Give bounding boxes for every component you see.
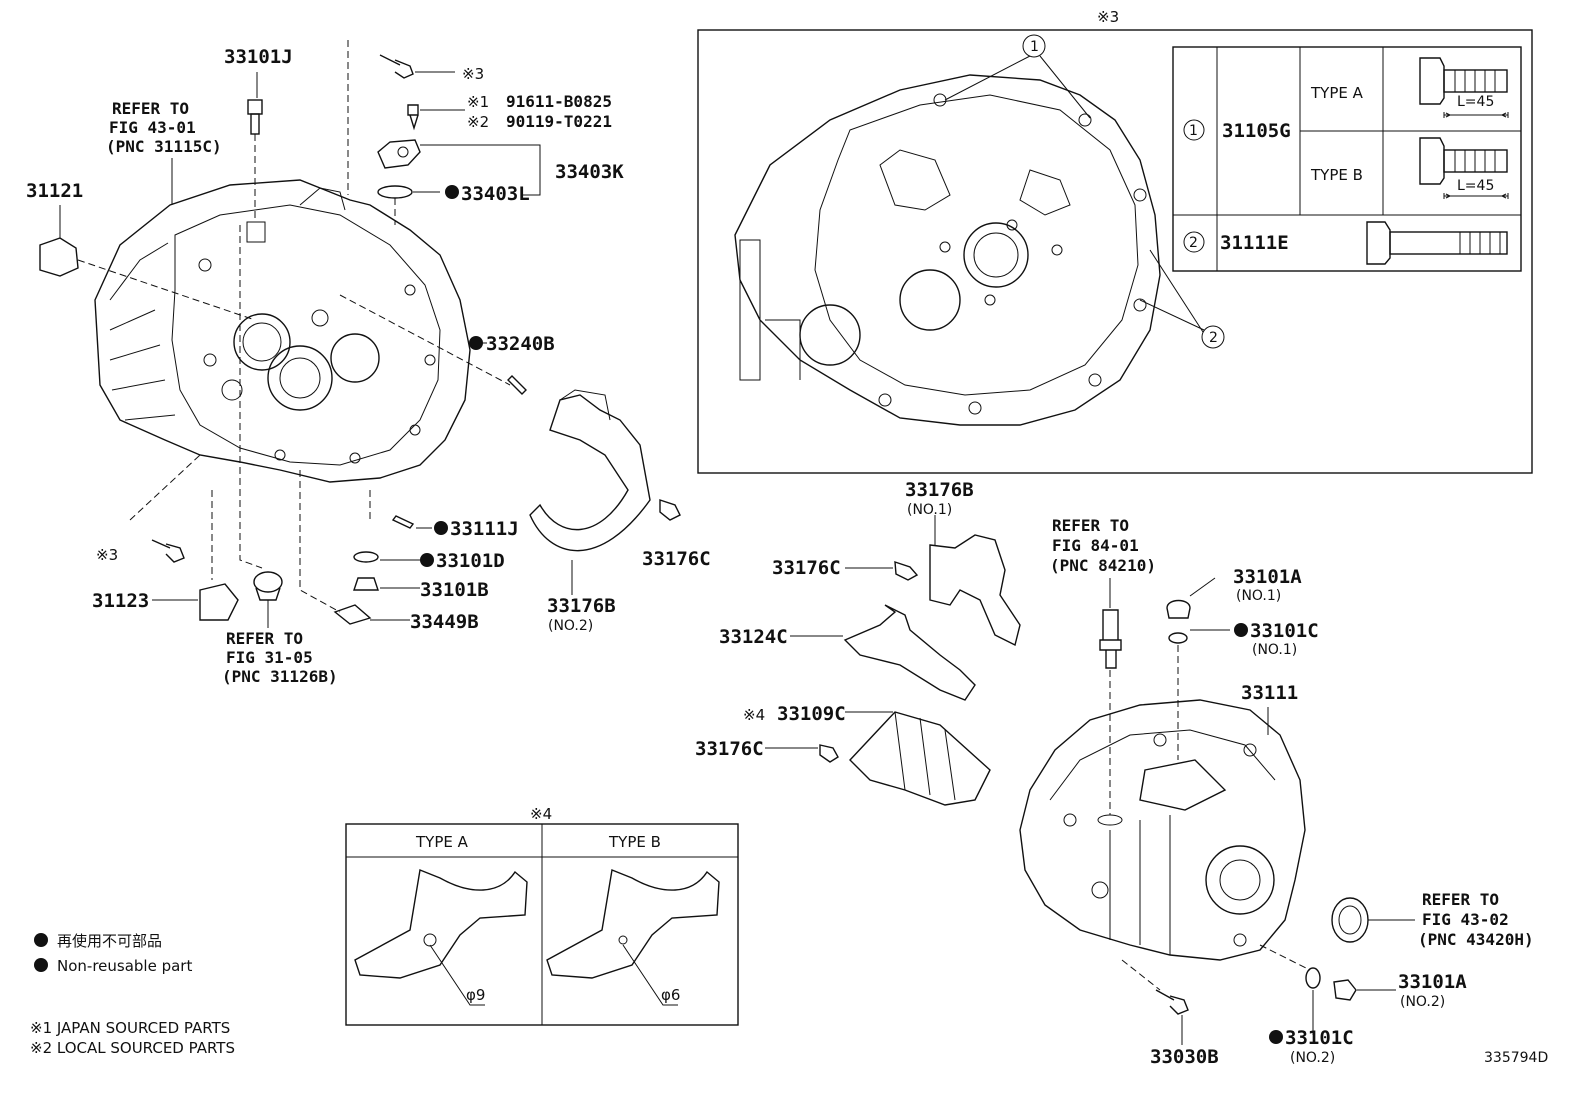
label-33403l: 33403L <box>461 183 530 205</box>
note-local-sourced: ※2 LOCAL SOURCED PARTS <box>30 1039 235 1057</box>
cover-33109c <box>765 711 991 806</box>
ref2-line3: (PNC 31126B) <box>222 667 338 686</box>
sublabel-no1: (NO.1) <box>907 502 952 518</box>
case-small-parts <box>1099 577 1415 1045</box>
legend-dot <box>34 958 48 972</box>
callout-2: 2 <box>1209 330 1218 346</box>
type-a-heading: TYPE A <box>415 833 469 851</box>
mark-4-box: ※4 <box>530 805 552 823</box>
nonreusable-dot <box>469 336 483 350</box>
label-33111: 33111 <box>1241 682 1298 704</box>
bolt-table-text: 1 31105G TYPE A L=45 TYPE B L=45 2 31111… <box>1030 39 1494 346</box>
part-labels: 33101J 31121 ※3 ※1 91611-B0825 ※2 90119-… <box>26 8 1548 1068</box>
mark-2: ※2 <box>467 113 489 131</box>
ref2-line1: REFER TO <box>226 629 303 648</box>
label-90119-t0221: 90119-T0221 <box>506 112 612 131</box>
cap-31121 <box>39 205 256 321</box>
ref3-line1: REFER TO <box>1052 516 1129 535</box>
label-33101b: 33101B <box>420 579 489 601</box>
mark-1: ※1 <box>467 93 489 111</box>
label-33176b-no2: 33176B <box>547 595 616 617</box>
label-33176b-no1: 33176B <box>905 479 974 501</box>
nonreusable-dot <box>1234 623 1248 637</box>
nonreusable-dot <box>445 185 459 199</box>
mark-3-left: ※3 <box>96 546 118 564</box>
stay-33124c <box>790 604 976 701</box>
table-length-b: L=45 <box>1457 178 1494 194</box>
label-33124c: 33124C <box>719 626 788 648</box>
nonreusable-dot <box>434 521 448 535</box>
table-circle-2: 2 <box>1189 235 1198 251</box>
mark-4-label: ※4 <box>743 706 765 724</box>
bolt-table <box>1172 46 1522 272</box>
sublabel-no2-c: (NO.2) <box>1290 1050 1335 1066</box>
label-33030b: 33030B <box>1150 1046 1219 1068</box>
diameter-b: φ6 <box>661 986 680 1004</box>
label-33101j: 33101J <box>224 46 293 68</box>
ref1-line2: FIG 43-01 <box>109 118 196 137</box>
top-bolts <box>347 40 541 225</box>
bracket-31123 <box>129 454 283 628</box>
label-33101a-no2: 33101A <box>1398 971 1467 993</box>
sublabel-no2: (NO.2) <box>548 618 593 634</box>
label-33111j: 33111J <box>450 518 519 540</box>
sublabel-no1-b: (NO.1) <box>1236 588 1281 604</box>
table-type-b: TYPE B <box>1310 166 1363 184</box>
label-33403k: 33403K <box>555 161 624 183</box>
nonreusable-dot <box>1269 1030 1283 1044</box>
label-33101c-no2: 33101C <box>1285 1027 1354 1049</box>
note-japan-sourced: ※1 JAPAN SOURCED PARTS <box>30 1019 230 1037</box>
ref2-line2: FIG 31-05 <box>226 648 313 667</box>
nonreusable-dot <box>420 553 434 567</box>
plug-33101j <box>239 72 263 569</box>
diameter-a: φ9 <box>466 986 485 1004</box>
ref3-line3: (PNC 84210) <box>1050 556 1156 575</box>
label-33240b: 33240B <box>486 333 555 355</box>
ref1-line1: REFER TO <box>112 99 189 118</box>
table-circle-1: 1 <box>1189 123 1198 139</box>
table-type-a: TYPE A <box>1310 84 1364 102</box>
label-33176c-mid: 33176C <box>772 557 841 579</box>
label-91611-b0825: 91611-B0825 <box>506 92 612 111</box>
ref4-line2: FIG 43-02 <box>1422 910 1509 929</box>
mark-3-top: ※3 <box>462 65 484 83</box>
label-33109c: 33109C <box>777 703 846 725</box>
label-31121: 31121 <box>26 180 83 202</box>
label-33176c-low: 33176C <box>695 738 764 760</box>
label-33101c-no1: 33101C <box>1250 620 1319 642</box>
mark-3-inset: ※3 <box>1097 8 1119 26</box>
heat-shield-33176b-no2 <box>529 389 681 595</box>
sublabel-no1-c: (NO.1) <box>1252 642 1297 658</box>
transaxle-housing-left <box>94 179 471 483</box>
callout-1: 1 <box>1030 39 1039 55</box>
ref1-line3: (PNC 31115C) <box>106 137 222 156</box>
ref4-line3: (PNC 43420H) <box>1418 930 1534 949</box>
inset-panel <box>697 29 1533 474</box>
label-33449b: 33449B <box>410 611 479 633</box>
table-length-a: L=45 <box>1457 94 1494 110</box>
legend-dot <box>34 933 48 947</box>
ref3-line2: FIG 84-01 <box>1052 536 1139 555</box>
diagram-id: 335794D <box>1484 1050 1548 1066</box>
table-part-31105g: 31105G <box>1222 120 1291 142</box>
label-31123: 31123 <box>92 590 149 612</box>
type-box <box>345 823 739 1026</box>
refer-blocks: REFER TO FIG 43-01 (PNC 31115C) REFER TO… <box>106 99 1534 949</box>
label-33101a-no1: 33101A <box>1233 566 1302 588</box>
type-box-text: ※4 TYPE A TYPE B φ9 φ6 <box>415 805 680 1004</box>
legend: 再使用不可部品 Non-reusable part ※1 JAPAN SOURC… <box>30 932 235 1057</box>
label-33176c-top: 33176C <box>642 548 711 570</box>
label-33101d: 33101D <box>436 550 505 572</box>
legend-jp: 再使用不可部品 <box>57 932 162 950</box>
sublabel-no2-b: (NO.2) <box>1400 994 1445 1010</box>
transaxle-case-right <box>1019 699 1306 961</box>
table-part-31111e: 31111E <box>1220 232 1289 254</box>
legend-en: Non-reusable part <box>57 957 192 975</box>
ref4-line1: REFER TO <box>1422 890 1499 909</box>
type-b-heading: TYPE B <box>608 833 661 851</box>
bracket-33176b-no1 <box>845 515 1021 647</box>
